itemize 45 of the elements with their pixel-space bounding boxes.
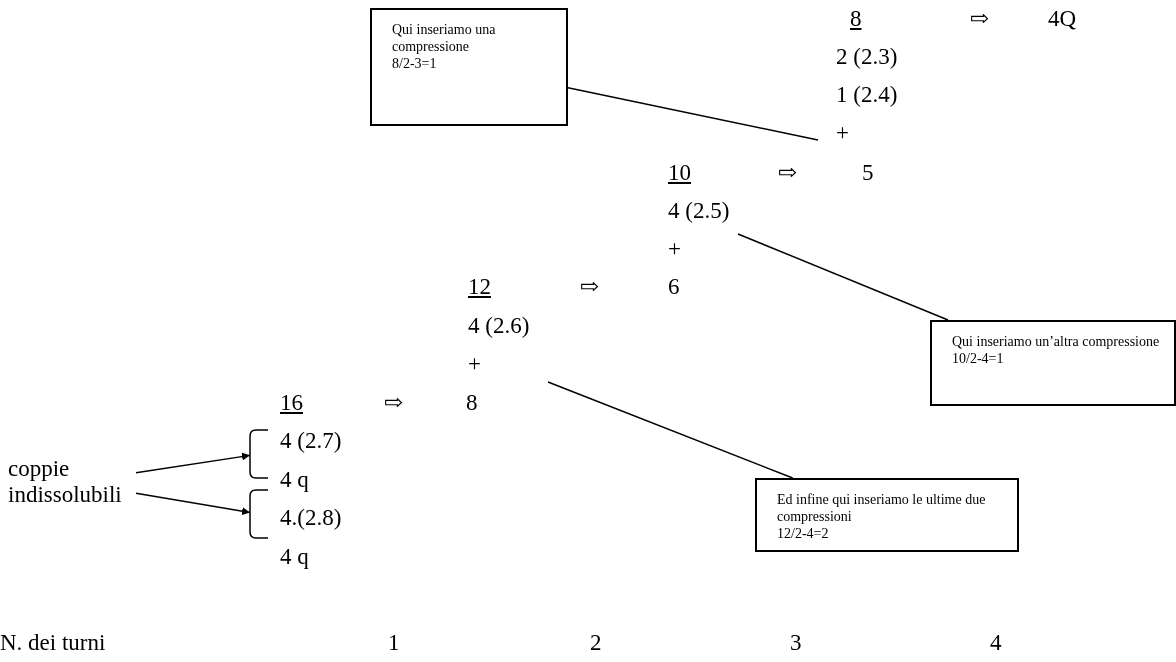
callout-text: Qui inseriamo un’altra compressione	[952, 334, 1161, 351]
callout-text: 8/2-3=1	[392, 55, 438, 73]
value-label: 1 (2.4)	[836, 82, 898, 109]
bracket	[249, 489, 269, 539]
group-label: coppie indissolubili	[8, 456, 136, 509]
value-label: 4 (2.7)	[280, 428, 342, 455]
value-label: 4 (2.6)	[468, 313, 530, 340]
number-label: 8	[850, 6, 862, 33]
turn-number: 2	[590, 630, 602, 657]
plus-sign: +	[468, 351, 481, 378]
callout-box	[755, 478, 1019, 552]
callout-text: Ed infine qui inseriamo le ultime due compressioni	[777, 492, 987, 526]
value-label: 4.(2.8)	[280, 505, 342, 532]
value-label: 6	[668, 274, 680, 301]
number-label: 16	[280, 390, 303, 417]
value-label: 8	[466, 390, 478, 417]
value-label: 4 (2.5)	[668, 198, 730, 225]
plus-sign: +	[668, 236, 681, 263]
arrow-symbol: ⇨	[384, 390, 404, 417]
turn-number: 4	[990, 630, 1002, 657]
plus-sign: +	[836, 120, 849, 147]
leader-line	[567, 86, 819, 141]
turn-number: 3	[790, 630, 802, 657]
callout-box	[370, 8, 568, 126]
arrow	[135, 492, 251, 516]
arrow-symbol: ⇨	[970, 6, 990, 33]
value-label: 4 q	[280, 544, 309, 571]
leader-line	[547, 381, 794, 479]
callout-text: 10/2-4=1	[952, 350, 1005, 368]
value-label: 2 (2.3)	[836, 44, 898, 71]
value-label: 4 q	[280, 467, 309, 494]
arrow	[135, 452, 251, 474]
number-label: 10	[668, 160, 691, 187]
callout-text: 12/2-4=2	[777, 525, 830, 543]
leader-line	[737, 233, 949, 321]
value-label: 4Q	[1048, 6, 1077, 33]
value-label: 5	[862, 160, 874, 187]
bracket	[249, 429, 269, 479]
callout-text: Qui inseriamo una compressione	[392, 22, 497, 56]
callout-box	[930, 320, 1176, 406]
arrow-symbol: ⇨	[778, 160, 798, 187]
arrow-symbol: ⇨	[580, 274, 600, 301]
number-label: 12	[468, 274, 491, 301]
axis-label: N. dei turni	[0, 630, 106, 657]
turn-number: 1	[388, 630, 400, 657]
